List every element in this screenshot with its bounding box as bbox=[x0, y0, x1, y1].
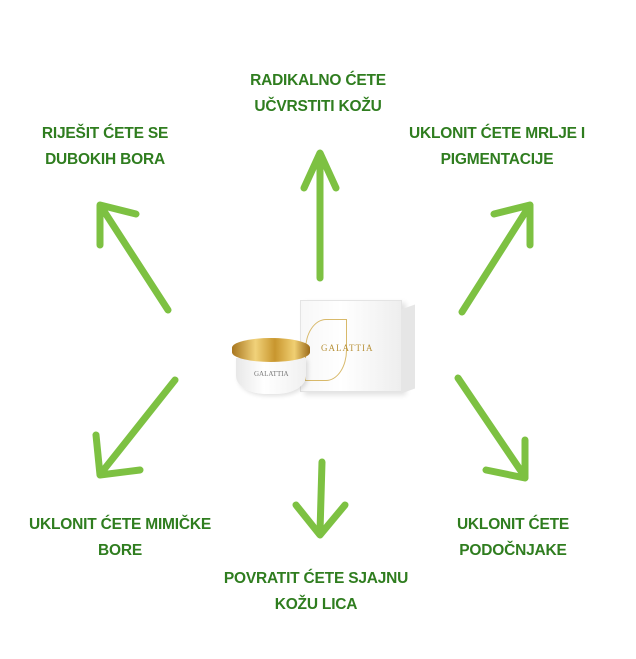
arrow-down-icon bbox=[292, 458, 349, 539]
benefit-radiant-skin: POVRATIT ĆETE SJAJNU KOŽU LICA bbox=[196, 566, 436, 618]
benefit-line: PODOČNJAKE bbox=[459, 542, 567, 559]
benefit-line: RIJEŠIT ĆETE SE bbox=[41, 125, 169, 142]
benefit-line: UKLONIT ĆETE bbox=[456, 516, 570, 533]
benefit-pigmentation: UKLONIT ĆETE MRLJE I PIGMENTACIJE bbox=[377, 121, 617, 173]
benefit-line: UČVRSTITI KOŽU bbox=[254, 98, 382, 115]
benefit-expression-lines: UKLONIT ĆETE MIMIČKE BORE bbox=[0, 512, 240, 564]
product-jar-brand: GALATTIA bbox=[254, 370, 289, 378]
benefit-line: UKLONIT ĆETE MIMIČKE bbox=[29, 516, 211, 533]
arrow-down-left-icon bbox=[92, 376, 179, 479]
product-jar-lid bbox=[232, 338, 310, 362]
product-jar-body bbox=[236, 358, 306, 394]
benefit-firm-skin: RADIKALNO ĆETE UČVRSTITI KOŽU bbox=[198, 68, 438, 120]
product-jar: GALATTIA bbox=[232, 338, 310, 394]
arrow-down-right-icon bbox=[454, 374, 529, 482]
product-box-brand: GALATTIA bbox=[321, 343, 374, 353]
benefit-deep-wrinkles: RIJEŠIT ĆETE SE DUBOKIH BORA bbox=[0, 121, 225, 173]
benefit-line: RADIKALNO ĆETE bbox=[250, 72, 386, 89]
benefit-line: DUBOKIH BORA bbox=[45, 151, 165, 168]
arrow-up-right-icon bbox=[458, 201, 534, 316]
benefit-line: BORE bbox=[98, 542, 142, 559]
benefit-line: PIGMENTACIJE bbox=[440, 151, 554, 168]
arrow-up-icon bbox=[300, 149, 340, 282]
arrow-up-left-icon bbox=[96, 201, 172, 314]
benefit-line: POVRATIT ĆETE SJAJNU bbox=[223, 570, 409, 587]
product-box-side bbox=[401, 304, 415, 394]
benefit-dark-circles: UKLONIT ĆETE PODOČNJAKE bbox=[393, 512, 633, 564]
benefit-line: KOŽU LICA bbox=[274, 596, 358, 613]
product-box: GALATTIA bbox=[300, 300, 415, 394]
benefit-line: UKLONIT ĆETE MRLJE I bbox=[409, 125, 585, 142]
